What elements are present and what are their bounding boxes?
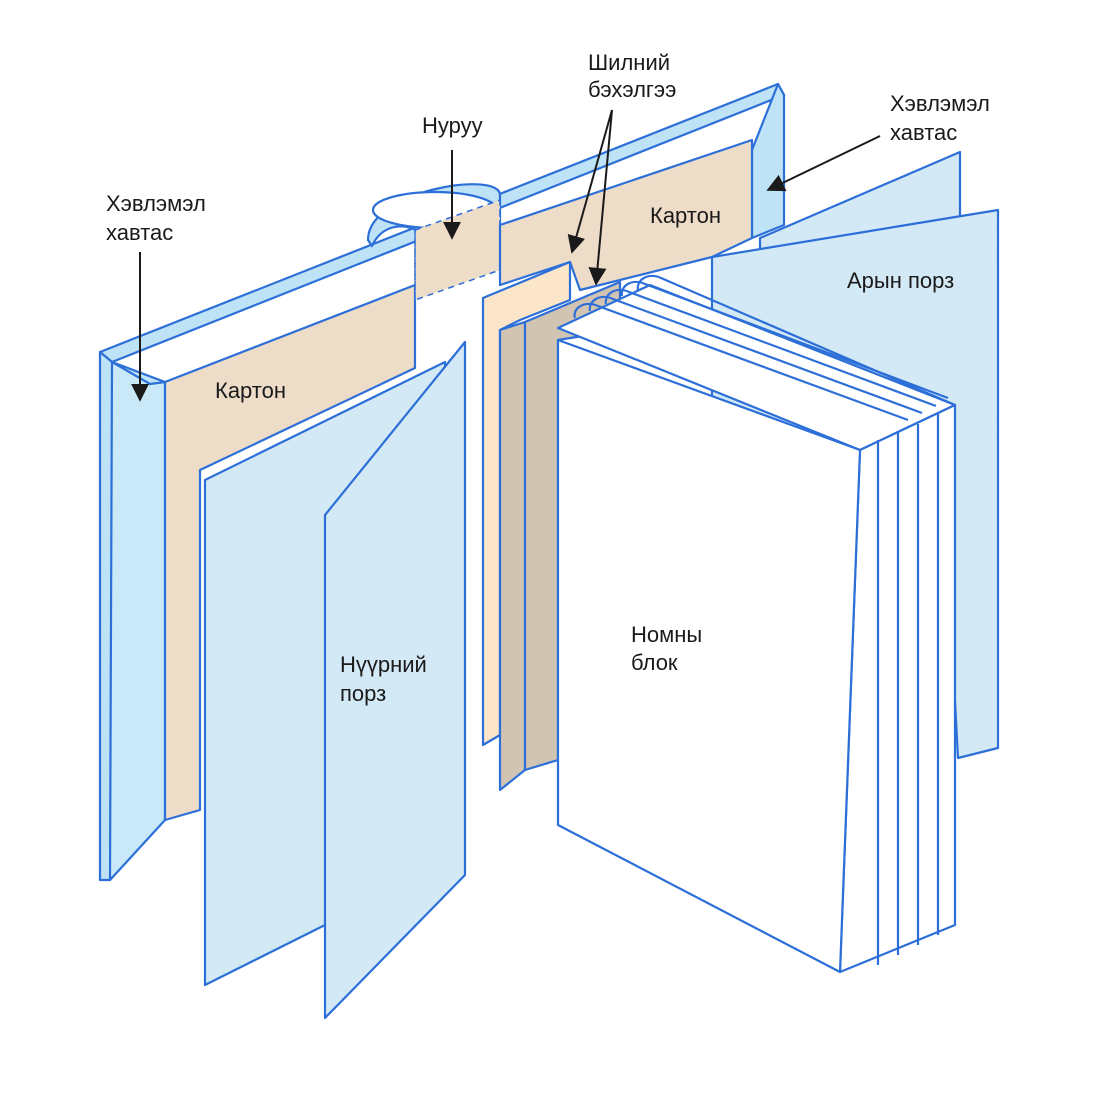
spine-strip [414, 198, 501, 302]
label-board-left: Картон [215, 378, 286, 403]
book-block-front [556, 338, 862, 974]
labels: Хэвлэмэл хавтас Нуруу Шилний бэхэлгээ Хэ… [106, 50, 996, 706]
boards [163, 138, 754, 822]
label-spine: Нуруу [422, 113, 483, 138]
pointer-arrows [131, 109, 881, 402]
signature-lines [573, 274, 956, 422]
board-right [498, 138, 754, 292]
label-endpaper-back: Арын порз [847, 268, 954, 293]
cover-left-turn-in [108, 360, 167, 882]
arrow-gauze-1 [567, 109, 613, 254]
gauze-front-strip [481, 260, 572, 747]
book-block [523, 274, 957, 974]
fore-edge-layers [876, 414, 940, 965]
gauze-side-layer [498, 320, 527, 792]
label-cover-left: Хэвлэмэл хавтас [106, 191, 212, 245]
arrow-gauze-2 [588, 109, 613, 286]
label-board-right: Картон [650, 203, 721, 228]
label-gauze: Шилний бэхэлгээ [588, 50, 676, 102]
label-endpaper-front: Нүүрний порз [340, 652, 433, 706]
arrow-cover-right [766, 135, 881, 192]
label-cover-right: Хэвлэмэл хавтас [890, 91, 996, 145]
label-book-block: Номны блок [631, 622, 708, 675]
cover-right-panel [750, 82, 786, 240]
front-endpaper-front-leaf [323, 340, 467, 1020]
front-endpaper [203, 340, 467, 1020]
